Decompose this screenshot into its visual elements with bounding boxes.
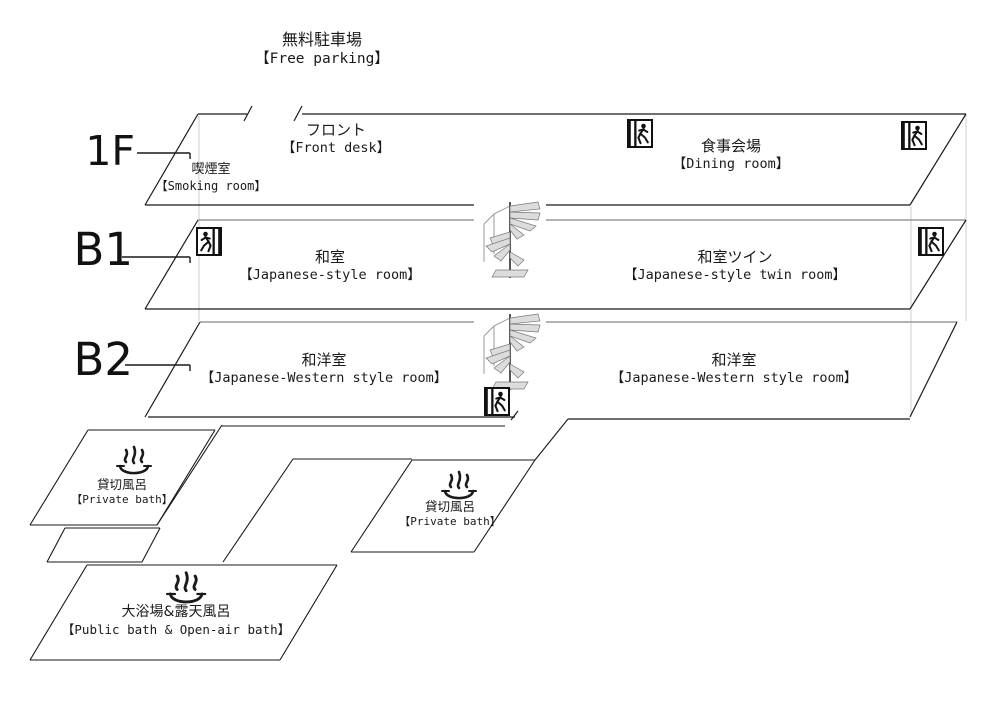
bath-walkways <box>46 418 569 563</box>
hot-spring-icon-private-upper <box>115 445 153 475</box>
spiral-staircase-lower <box>474 313 546 392</box>
hot-spring-icon-public <box>165 571 207 604</box>
public-bath-outline <box>29 564 338 661</box>
floor-pointer-lines <box>122 152 191 371</box>
spiral-staircase-upper <box>474 201 546 280</box>
bath-label-private-upper: 貸切風呂 【Private bath】 <box>71 477 173 506</box>
free-parking-label: 無料駐車場 【Free parking】 <box>255 30 389 69</box>
private-bath-lower-outline <box>350 459 536 553</box>
floor-1f-outline <box>144 105 967 206</box>
room-label-japanese-western-right: 和洋室 【Japanese-Western style room】 <box>610 351 858 387</box>
hot-spring-icon-private-lower <box>440 470 478 500</box>
exit-icon-1f-right <box>900 120 928 151</box>
room-label-japanese-western-left: 和洋室 【Japanese-Western style room】 <box>200 351 448 387</box>
exit-icon-b1-right <box>917 226 945 257</box>
free-parking-en: 【Free parking】 <box>255 51 389 68</box>
exit-icon-1f-left <box>626 118 654 149</box>
floor-label-1f: 1F <box>85 127 135 175</box>
room-label-smoking-room: 喫煙室 【Smoking room】 <box>155 162 267 193</box>
exit-icon-b2 <box>483 386 511 417</box>
floor-label-b1: B1 <box>73 223 133 276</box>
exit-icon-b1-left <box>195 226 223 257</box>
private-bath-upper-outline <box>29 429 216 526</box>
floor-b1-outline <box>144 219 967 310</box>
room-label-dining-room: 食事会場 【Dining room】 <box>672 137 790 173</box>
bath-label-private-lower: 貸切風呂 【Private bath】 <box>399 499 501 528</box>
floor-b2-outline <box>144 321 958 421</box>
floor-label-b2: B2 <box>73 333 133 386</box>
bath-label-public: 大浴場&露天風呂 【Public bath & Open-air bath】 <box>61 604 291 637</box>
room-label-japanese-style-room: 和室 【Japanese-style room】 <box>239 248 421 284</box>
room-label-front-desk: フロント 【Front desk】 <box>281 121 391 157</box>
room-label-japanese-style-twin-room: 和室ツイン 【Japanese-style twin room】 <box>623 248 847 284</box>
free-parking-jp: 無料駐車場 <box>281 30 363 49</box>
projection-guides <box>198 115 967 416</box>
